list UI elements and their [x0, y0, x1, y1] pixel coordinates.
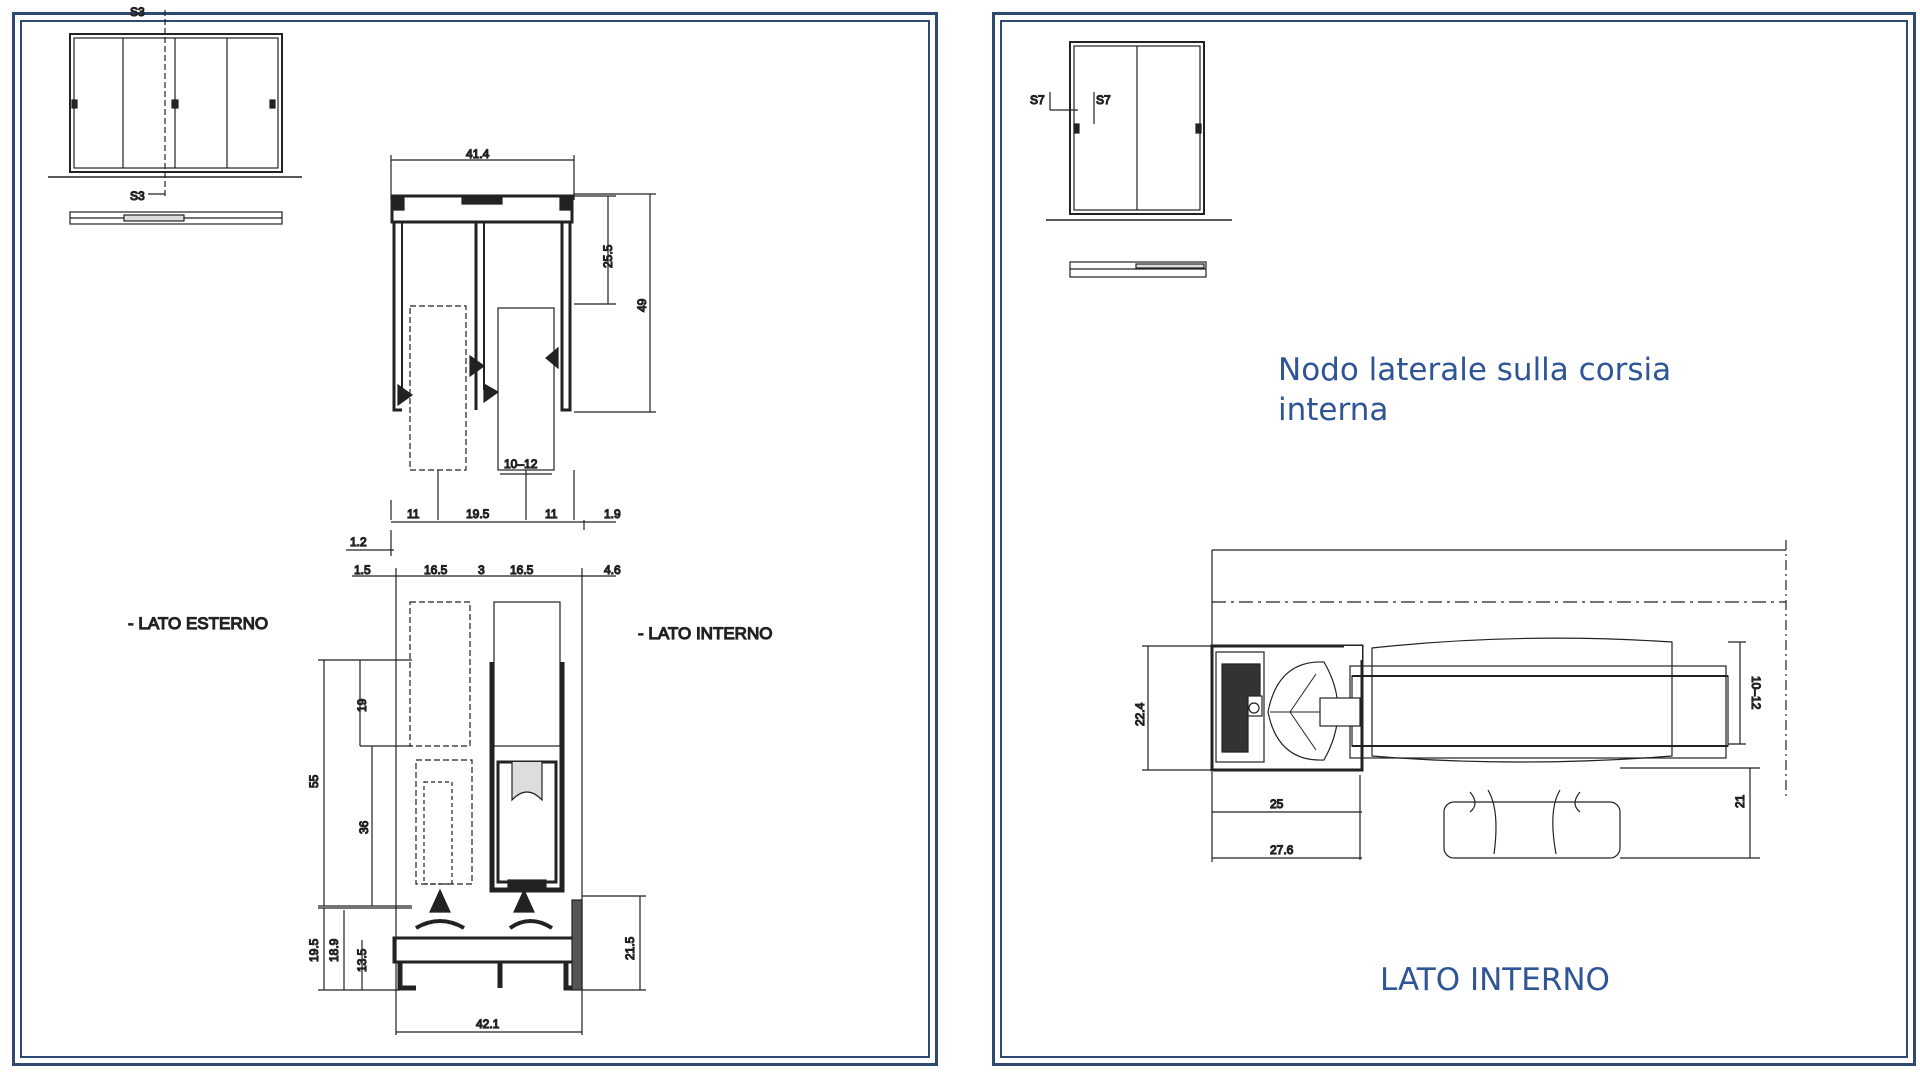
dim-21: 21 [1733, 794, 1747, 808]
dim-27-6: 27.6 [1270, 843, 1294, 857]
dim-3: 3 [478, 563, 485, 577]
right-drawing-frame [992, 12, 1916, 1066]
dim-49: 49 [635, 298, 649, 312]
window-elevation-right [1046, 41, 1232, 278]
dim-19-5-left: 19.5 [307, 938, 321, 962]
left-drawing-frame [12, 12, 938, 1066]
label-lato-esterno: - LATO ESTERNO [128, 614, 268, 633]
label-lato-interno-right: LATO INTERNO [1380, 962, 1610, 998]
lateral-node-detail [1142, 540, 1787, 862]
dim-55: 55 [307, 774, 321, 788]
label-lato-interno-left: - LATO INTERNO [638, 624, 772, 643]
dim-41-4: 41.4 [466, 147, 490, 161]
dim-1-2: 1.2 [350, 535, 367, 549]
section-mark-s7-left: S7 [1030, 93, 1045, 107]
dim-22-4: 22.4 [1133, 702, 1147, 726]
dim-13-5: 13.5 [355, 948, 369, 972]
window-elevation-left [48, 10, 302, 225]
section-mark-s3-top: S3 [130, 5, 145, 19]
dim-4-6: 4.6 [604, 563, 621, 577]
dim-42-1: 42.1 [476, 1017, 500, 1031]
node-heading: Nodo laterale sulla corsia interna [1278, 352, 1672, 428]
dim-25-5: 25.5 [601, 244, 615, 268]
sill-track-profile [318, 568, 646, 1035]
dim-10-12-right: 10–12 [1749, 676, 1763, 710]
dim-19-5: 19.5 [466, 507, 490, 521]
dim-1-9: 1.9 [604, 507, 621, 521]
dim-16-5-b: 16.5 [510, 563, 534, 577]
dim-10-12: 10–12 [504, 457, 538, 471]
section-mark-s3-bottom: S3 [130, 189, 145, 203]
head-track-profile [346, 155, 656, 556]
dim-11-a: 11 [407, 507, 420, 521]
section-mark-s7-right: S7 [1096, 93, 1111, 107]
dim-18-9: 18.9 [327, 938, 341, 962]
dim-11-b: 11 [545, 507, 558, 521]
dim-21-5: 21.5 [623, 936, 637, 960]
dim-16-5-a: 16.5 [424, 563, 448, 577]
dim-1-5: 1.5 [354, 563, 371, 577]
dim-19: 19 [355, 698, 369, 712]
dim-36: 36 [357, 820, 371, 834]
dim-25: 25 [1270, 797, 1284, 811]
